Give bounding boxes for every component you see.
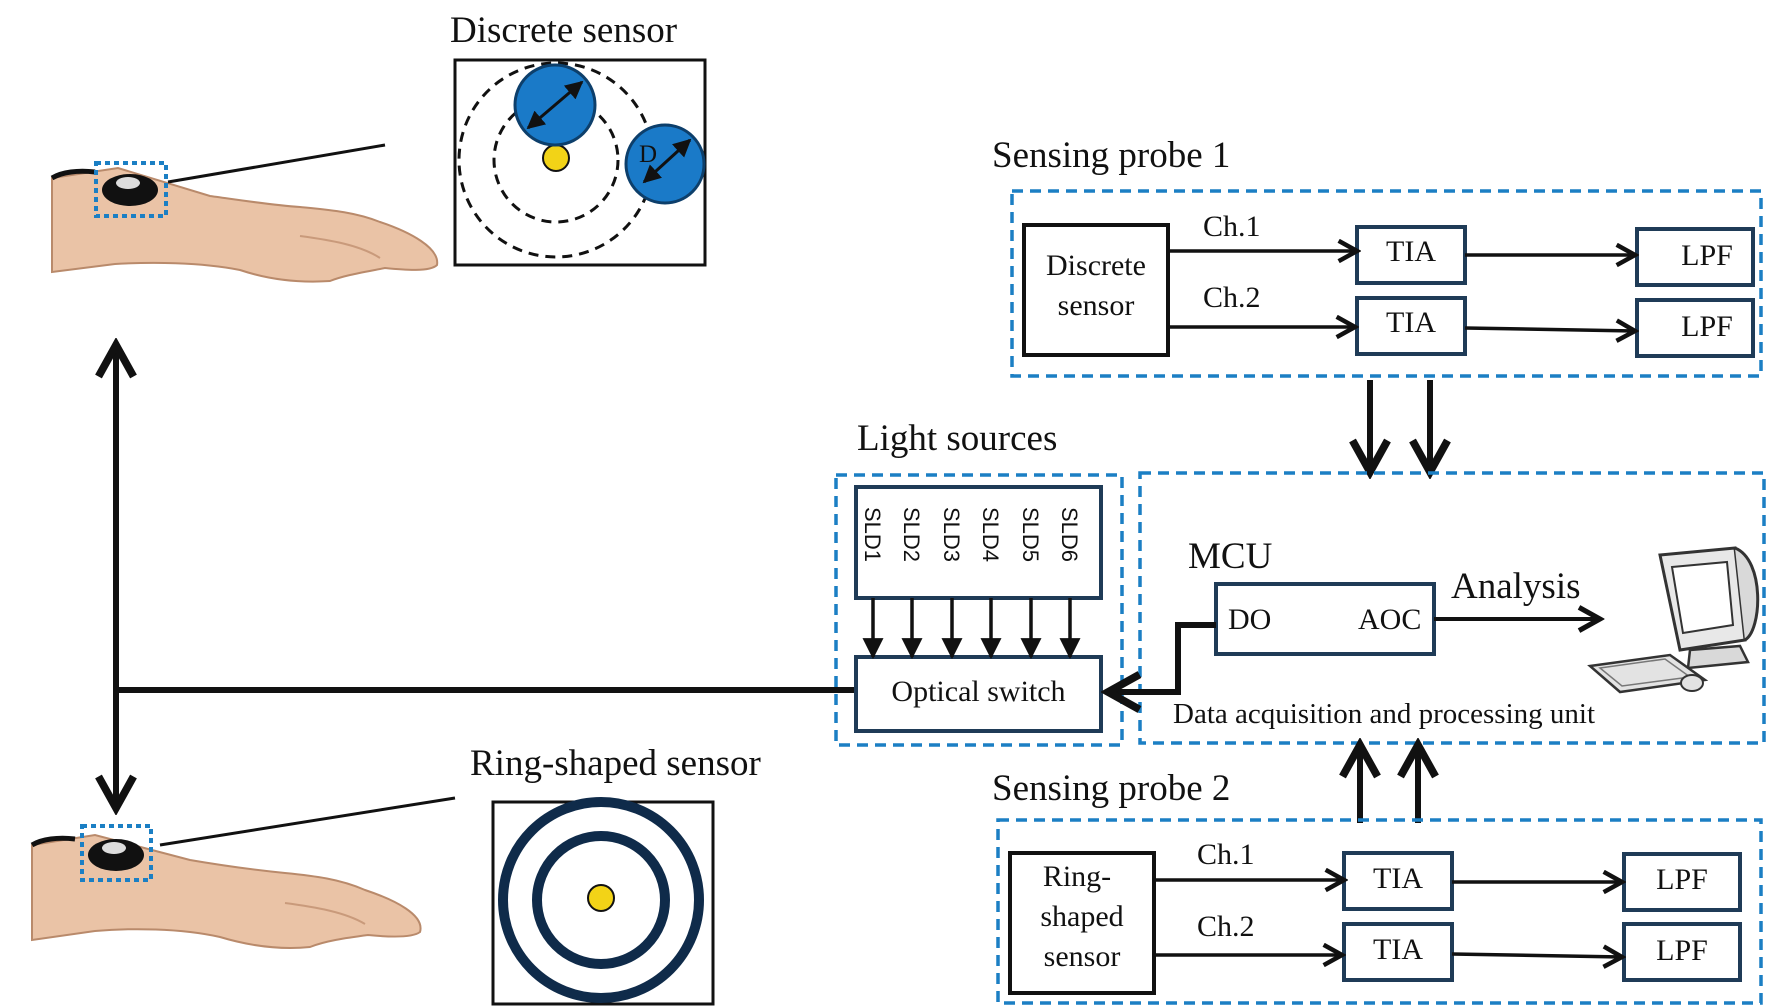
inset-d-label: D xyxy=(639,141,658,168)
light-sources-group xyxy=(834,473,1124,747)
probe1-tia-2: TIA xyxy=(1386,306,1436,339)
probe1-lpf-2: LPF xyxy=(1681,310,1733,343)
probe2-lpf-2: LPF xyxy=(1656,934,1708,967)
sensing-probe-1 xyxy=(1010,189,1763,378)
leader-line-bottom xyxy=(159,796,456,847)
source-dot-ring xyxy=(587,884,615,912)
probe1-sensor-line1: Discrete xyxy=(1046,249,1146,282)
sld-label-2: SLD2 xyxy=(899,507,924,563)
sld-arrows xyxy=(862,598,1081,660)
probe2-sensor-line3: sensor xyxy=(1043,940,1121,973)
wrist-sensor-top xyxy=(94,161,168,218)
probe1-lpf-1: LPF xyxy=(1681,239,1733,272)
title-ring-sensor: Ring-shaped sensor xyxy=(470,743,761,784)
probe2-sensor-line1: Ring- xyxy=(1042,860,1112,893)
title-sensing-probe-2: Sensing probe 2 xyxy=(992,768,1231,809)
probe1-ch2-label: Ch.2 xyxy=(1203,281,1261,314)
analysis-label: Analysis xyxy=(1451,566,1581,607)
sld-label-5: SLD5 xyxy=(1018,507,1043,563)
probe2-lpf-1: LPF xyxy=(1656,863,1708,896)
sensing-probe-2 xyxy=(996,818,1763,1005)
daq-unit xyxy=(1108,471,1766,745)
source-dot-discrete xyxy=(542,144,570,172)
title-light-sources: Light sources xyxy=(857,418,1058,459)
probe2-tia-2: TIA xyxy=(1373,933,1423,966)
sld-label-3: SLD3 xyxy=(939,507,964,563)
probe2-ch2-label: Ch.2 xyxy=(1197,910,1255,943)
probe1-ch1-label: Ch.1 xyxy=(1203,210,1261,243)
sld-label-1: SLD1 xyxy=(860,507,885,563)
title-mcu: MCU xyxy=(1188,536,1273,577)
leader-line-top xyxy=(167,143,386,184)
probe2-sensor-line2: shaped xyxy=(1040,900,1124,933)
ring-sensor-inset xyxy=(491,797,715,1006)
probe1-sensor-line2: sensor xyxy=(1057,289,1135,322)
title-discrete-sensor: Discrete sensor xyxy=(450,10,678,51)
probe1-tia-1: TIA xyxy=(1386,235,1436,268)
sld-label-6: SLD6 xyxy=(1057,507,1082,563)
wrist-sensor-bottom xyxy=(80,824,153,882)
probe2-tia-1: TIA xyxy=(1373,862,1423,895)
optical-switch-label: Optical switch xyxy=(891,675,1066,708)
discrete-sensor-inset xyxy=(453,58,707,267)
title-sensing-probe-1: Sensing probe 1 xyxy=(992,135,1231,176)
aoc-label: AOC xyxy=(1358,603,1422,636)
daq-unit-label: Data acquisition and processing unit xyxy=(1173,698,1596,730)
probe2-ch1-label: Ch.1 xyxy=(1197,838,1255,871)
computer-icon xyxy=(1587,546,1760,694)
do-label: DO xyxy=(1228,603,1272,636)
sld-label-4: SLD4 xyxy=(978,507,1003,563)
